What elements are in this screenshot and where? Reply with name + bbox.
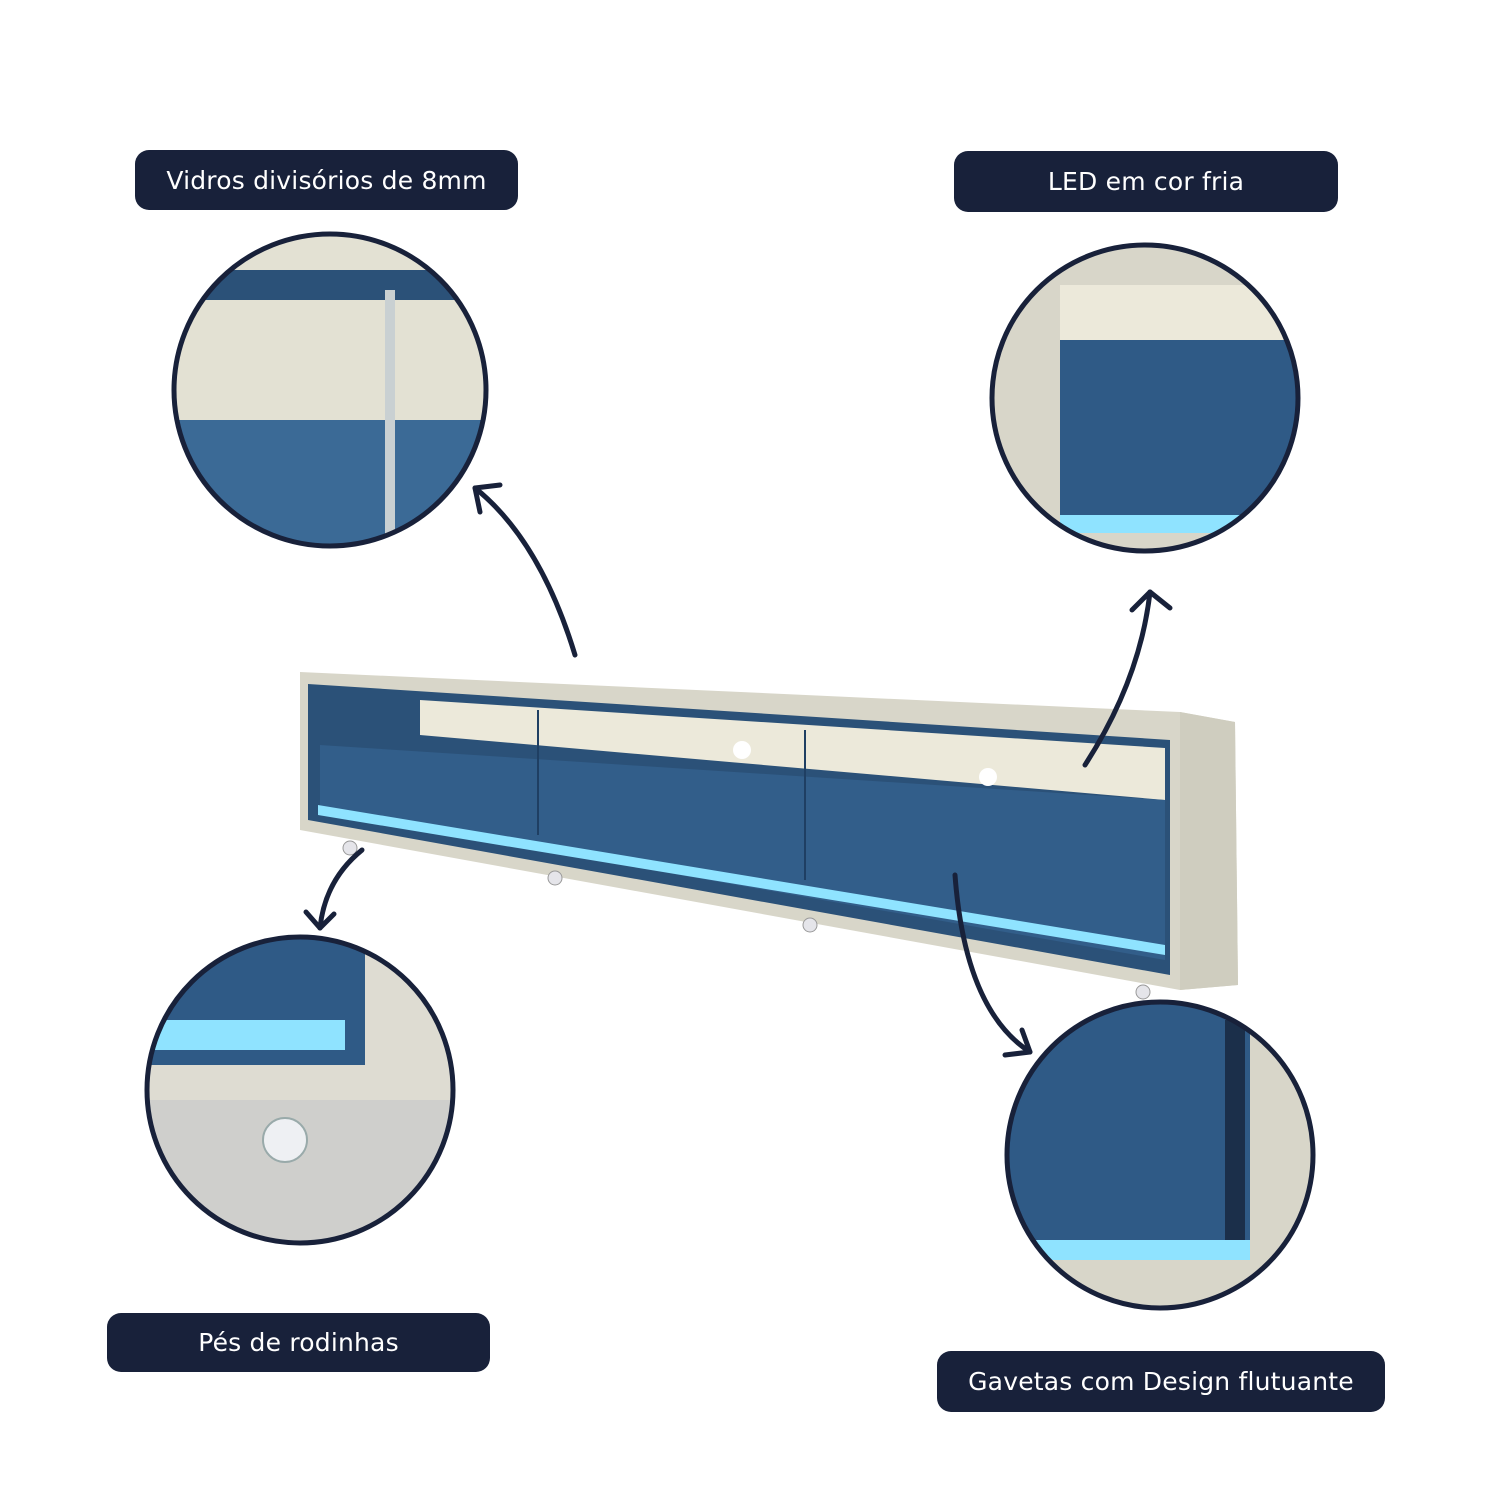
detail-circle-drawers	[1008, 1003, 1312, 1307]
arrow-to-glass	[472, 485, 578, 658]
arrow-head-wheels	[303, 909, 337, 931]
label-glass-dividers: Vidros divisórios de 8mm	[135, 150, 518, 210]
detail-circle-led	[993, 246, 1297, 550]
caster-wheel-icon	[342, 840, 1151, 1000]
arrow-head-glass	[472, 482, 503, 515]
label-cold-led: LED em cor fria	[954, 151, 1338, 212]
tv-stand	[300, 672, 1238, 1000]
label-floating-drawers: Gavetas com Design flutuante	[937, 1351, 1385, 1412]
arrow-to-wheels	[317, 847, 365, 931]
arrow-to-led	[1082, 589, 1153, 768]
arrow-to-drawers	[952, 872, 1033, 1055]
arrow-head-led	[1129, 589, 1173, 613]
arrow-head-drawers	[1002, 1027, 1033, 1058]
label-caster-feet: Pés de rodinhas	[107, 1313, 490, 1372]
